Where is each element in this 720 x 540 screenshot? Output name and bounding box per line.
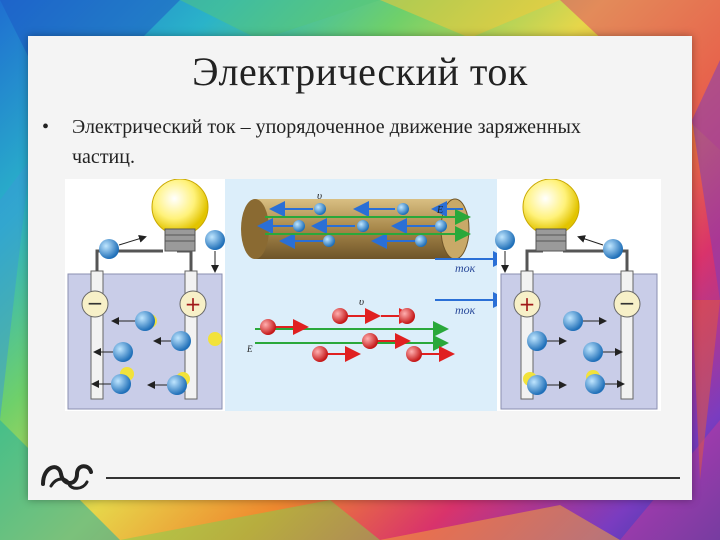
footer-divider: [106, 477, 680, 479]
right-anode-sign: −: [619, 291, 636, 315]
left-anode-sign: −: [87, 291, 104, 315]
field-label-bottom: E: [246, 344, 253, 354]
velocity-label-bottom: υ: [359, 296, 364, 308]
slide-title: Электрический ток: [192, 49, 528, 94]
decorative-flourish-icon: [41, 464, 93, 490]
bullet-text: Электрический ток – упорядоченное движен…: [72, 116, 581, 168]
bullet-mark: •: [42, 116, 50, 138]
left-cathode-sign: +: [185, 292, 202, 316]
velocity-label-top: υ: [317, 190, 322, 202]
slide-card: Электрический ток • Электрический ток – …: [28, 36, 692, 500]
left-electrolyte-panel: − +: [65, 179, 225, 411]
center-conductor-panel: υ E ток ток υ E: [225, 179, 509, 411]
field-label-top: E: [436, 205, 443, 216]
current-label-top: ток: [455, 261, 476, 275]
current-label-bottom: ток: [455, 303, 476, 317]
electric-current-illustration: − +: [65, 179, 661, 411]
right-cathode-sign: +: [519, 292, 536, 316]
right-electrolyte-panel: + −: [495, 179, 661, 411]
